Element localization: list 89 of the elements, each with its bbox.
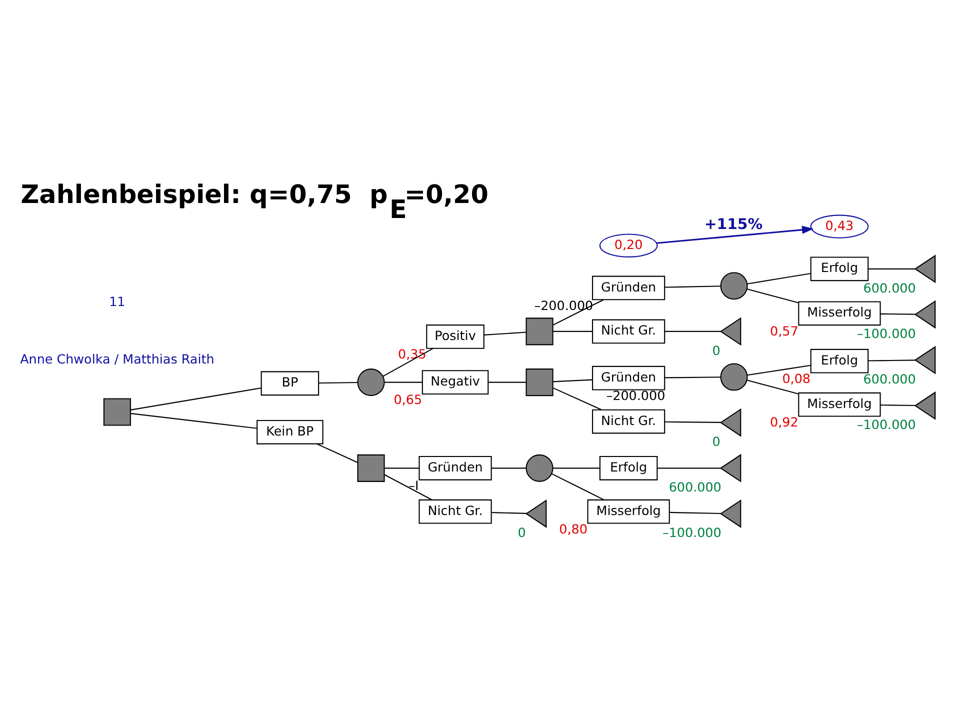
connector bbox=[880, 404, 916, 406]
node-label: 600.000 bbox=[668, 480, 722, 495]
node-triangle bbox=[525, 500, 547, 528]
connector bbox=[747, 364, 811, 376]
node-box: Gründen bbox=[592, 276, 666, 300]
connector bbox=[868, 360, 916, 362]
connector bbox=[670, 512, 722, 514]
node-box: Gründen bbox=[418, 456, 492, 480]
node-box bbox=[357, 454, 385, 482]
node-label: 0,80 bbox=[559, 521, 588, 536]
node-box: Nicht Gr. bbox=[418, 499, 492, 524]
connector bbox=[551, 473, 604, 500]
node-triangle bbox=[914, 254, 936, 284]
arrow bbox=[656, 226, 814, 244]
label: Anne Chwolka / Matthias Raith bbox=[20, 351, 214, 366]
connector bbox=[384, 468, 420, 469]
connector bbox=[868, 268, 916, 270]
connector bbox=[657, 468, 720, 469]
node-triangle bbox=[720, 317, 742, 346]
connector bbox=[130, 412, 258, 429]
node-box: Erfolg bbox=[810, 256, 869, 282]
connector bbox=[664, 421, 721, 423]
node-label: –100.000 bbox=[662, 525, 722, 540]
node-label: 0,92 bbox=[770, 414, 798, 430]
node-box: Misserfolg bbox=[798, 392, 881, 417]
node-ellipse: 0,20 bbox=[599, 234, 658, 258]
node-circle bbox=[526, 454, 554, 482]
node-triangle bbox=[720, 500, 742, 528]
node-box: Kein BP bbox=[256, 420, 324, 444]
node-label: 0,08 bbox=[782, 370, 811, 386]
connector bbox=[747, 272, 811, 284]
connector bbox=[492, 468, 526, 469]
node-box: Nicht Gr. bbox=[592, 319, 666, 344]
connector bbox=[484, 332, 526, 336]
node-box: Erfolg bbox=[599, 456, 658, 480]
node-label: 0,57 bbox=[770, 323, 798, 338]
edge-label: +115% bbox=[704, 216, 763, 233]
node-label: 0 bbox=[712, 434, 720, 450]
connector bbox=[664, 376, 721, 378]
node-label: –200.000 bbox=[606, 388, 666, 403]
node-circle bbox=[357, 368, 385, 396]
connector bbox=[130, 387, 262, 410]
node-box: Positiv bbox=[426, 324, 484, 349]
connector bbox=[553, 468, 600, 469]
connector bbox=[384, 382, 422, 383]
node-label: 0 bbox=[518, 525, 526, 540]
node-label: 600.000 bbox=[863, 280, 916, 296]
node-triangle bbox=[914, 300, 936, 329]
connector bbox=[382, 348, 434, 377]
node-label: –100.000 bbox=[856, 326, 916, 341]
node-triangle bbox=[914, 346, 936, 374]
node-box: Nicht Gr. bbox=[592, 409, 666, 434]
connector bbox=[552, 387, 602, 410]
node-box: Misserfolg bbox=[798, 301, 881, 326]
node-box: Gründen bbox=[592, 366, 666, 390]
label: 11 bbox=[109, 294, 126, 310]
node-box: Negativ bbox=[422, 370, 489, 394]
node-box: Erfolg bbox=[810, 348, 869, 374]
node-label: 0,65 bbox=[394, 392, 422, 408]
connector bbox=[746, 288, 798, 304]
node-triangle bbox=[914, 391, 936, 420]
connector bbox=[316, 443, 358, 463]
node-label: 0 bbox=[712, 342, 720, 358]
node-label: 0,35 bbox=[398, 346, 426, 362]
connector bbox=[664, 286, 721, 288]
node-label: –I bbox=[408, 478, 419, 493]
connector bbox=[553, 379, 592, 382]
connector bbox=[880, 313, 916, 315]
node-label: –100.000 bbox=[856, 417, 916, 432]
node-circle bbox=[720, 272, 748, 300]
node-box bbox=[103, 398, 131, 426]
node-label: 600.000 bbox=[863, 371, 916, 386]
node-ellipse: 0,43 bbox=[810, 214, 869, 238]
node-box: Misserfolg bbox=[587, 499, 670, 524]
node-label: –200.000 bbox=[534, 298, 594, 313]
connector bbox=[552, 299, 604, 326]
connector bbox=[488, 382, 526, 383]
connector bbox=[553, 330, 592, 332]
node-triangle bbox=[720, 454, 742, 482]
connector bbox=[664, 330, 721, 332]
node-box: BP bbox=[260, 371, 320, 396]
connector bbox=[384, 474, 432, 500]
connector bbox=[318, 382, 358, 384]
node-triangle bbox=[720, 408, 742, 437]
connector bbox=[746, 380, 798, 394]
connector bbox=[492, 512, 527, 514]
node-box bbox=[526, 318, 554, 346]
node-box bbox=[526, 368, 554, 396]
node-circle bbox=[720, 363, 748, 391]
